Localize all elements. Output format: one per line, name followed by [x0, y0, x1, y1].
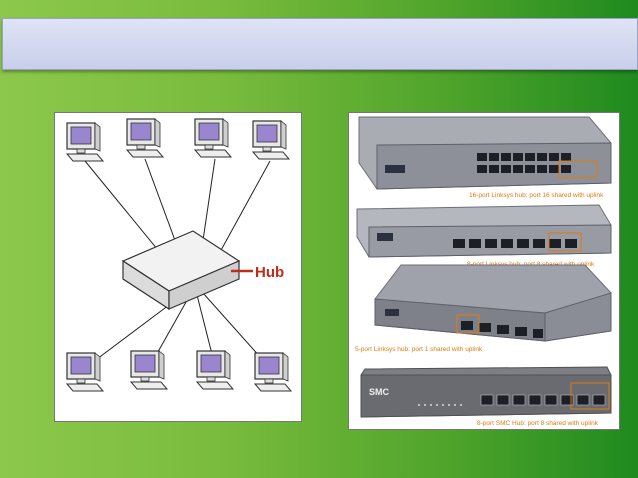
hub-photo-smc: SMC: [360, 366, 612, 418]
hub-photos-panel: 16-port Linksys hub: port 16 shared with…: [348, 112, 620, 430]
computer-icon: [194, 118, 232, 158]
hub-photo-5-port: [374, 264, 612, 342]
computer-icon: [66, 122, 104, 162]
computer-icon: [126, 118, 164, 158]
hub-photo-8-port-linksys: [356, 204, 612, 258]
hub-topology-diagram: Hub: [54, 112, 302, 422]
hub-device-icon: [121, 230, 241, 311]
photo-caption: 5-port Linksys hub: port 1 shared with u…: [355, 346, 483, 353]
photo-caption: 8-port SMC Hub: port 8 shared with uplin…: [477, 420, 599, 427]
hub-photo-16-port: [358, 116, 612, 190]
hub-label: Hub: [255, 264, 284, 281]
slide-title-bar: [2, 18, 638, 70]
computer-icon: [66, 352, 104, 392]
computer-icon: [252, 120, 290, 160]
computer-icon: [196, 350, 234, 390]
smc-brand-logo: SMC: [369, 387, 390, 397]
photo-caption: 16-port Linksys hub: port 16 shared with…: [469, 192, 604, 199]
computer-icon: [130, 350, 168, 390]
computer-icon: [254, 352, 292, 392]
